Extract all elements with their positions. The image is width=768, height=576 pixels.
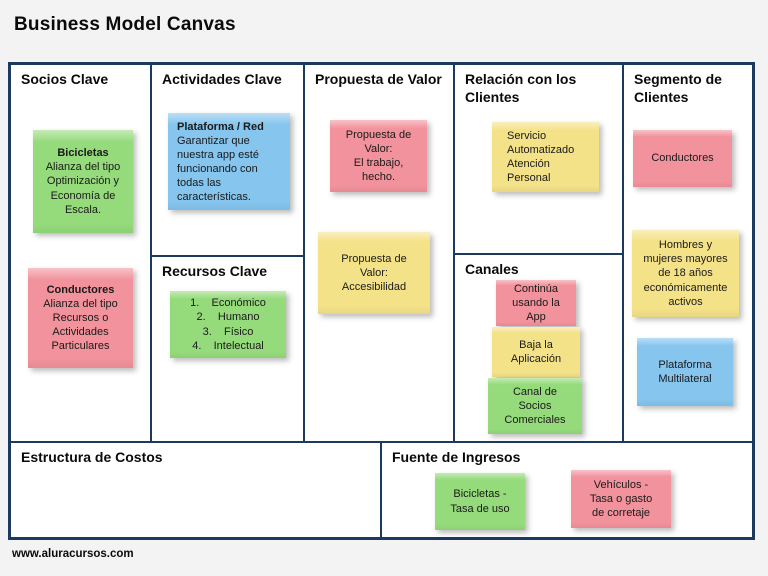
note-title: Conductores — [46, 283, 115, 296]
sticky-note-bicicletas: Bicicletas Alianza del tipo Optimización… — [33, 130, 133, 233]
section-title: Fuente de Ingresos — [392, 449, 521, 465]
section-actividades-clave: Actividades Clave Plataforma / Red Garan… — [152, 65, 303, 255]
footer-website-url: www.aluracursos.com — [12, 548, 134, 560]
section-fuente-ingresos: Fuente de Ingresos Bicicletas - Tasa de … — [382, 443, 752, 537]
divider-vertical-4 — [622, 65, 624, 443]
note-body: Conductores — [651, 152, 714, 165]
page-title: Business Model Canvas — [14, 14, 236, 35]
section-title: Socios Clave — [21, 71, 109, 87]
note-body: Servicio Automatizado Atención Personal — [507, 129, 575, 185]
note-body: Propuesta de Valor: El trabajo, hecho. — [345, 128, 412, 184]
note-body: Bicicletas - Tasa de uso — [450, 488, 510, 515]
note-body: Garantizar que nuestra app esté funciona… — [177, 135, 259, 204]
divider-vertical-1 — [150, 65, 152, 443]
note-body: Vehículos - Tasa o gasto de corretaje — [589, 478, 653, 520]
sticky-note-propuesta-accesibilidad: Propuesta de Valor: Accesibilidad — [318, 232, 430, 314]
list-item: Intelectual — [213, 339, 264, 352]
note-title: Bicicletas — [57, 147, 109, 160]
sticky-note-canal-socios: Canal de Socios Comerciales — [488, 378, 582, 434]
sticky-note-conductores-socios: Conductores Alianza del tipo Recursos o … — [28, 268, 133, 368]
section-title: Recursos Clave — [162, 263, 268, 279]
sticky-note-vehiculos-tasa: Vehículos - Tasa o gasto de corretaje — [571, 470, 671, 528]
section-title: Segmento de Clientes — [634, 71, 722, 105]
note-body: Canal de Socios Comerciales — [504, 385, 566, 427]
divider-horizontal-main — [11, 441, 752, 443]
sticky-note-plataforma-multilateral: Plataforma Multilateral — [637, 338, 733, 406]
section-socios-clave: Socios Clave Bicicletas Alianza del tipo… — [11, 65, 150, 441]
note-body: Baja la Aplicación — [510, 338, 562, 365]
divider-vertical-bottom — [380, 443, 382, 537]
section-title: Relación con los Clientes — [465, 71, 577, 105]
section-segmento-clientes: Segmento de Clientes Conductores Hombres… — [624, 65, 752, 441]
divider-horizontal-relacion-canales — [455, 253, 622, 255]
list-item: Económico — [211, 297, 266, 310]
business-model-canvas-grid: Socios Clave Bicicletas Alianza del tipo… — [8, 62, 755, 540]
section-title: Propuesta de Valor — [315, 71, 442, 87]
section-title: Canales — [465, 261, 519, 277]
note-body: Continúa usando la App — [512, 282, 560, 324]
section-title: Estructura de Costos — [21, 449, 163, 465]
sticky-note-continua-app: Continúa usando la App — [496, 280, 576, 326]
sticky-note-servicio-automatizado: Servicio Automatizado Atención Personal — [492, 122, 599, 192]
section-estructura-costos: Estructura de Costos — [11, 443, 380, 537]
divider-vertical-3 — [453, 65, 455, 443]
sticky-note-bicicletas-tasa: Bicicletas - Tasa de uso — [435, 473, 525, 530]
list-item: Físico — [224, 325, 254, 338]
sticky-note-baja-aplicacion: Baja la Aplicación — [492, 327, 580, 377]
divider-horizontal-actividades-recursos — [152, 255, 303, 257]
note-body: Alianza del tipo Recursos o Actividades … — [43, 297, 118, 353]
note-body: Alianza del tipo Optimización y Economía… — [45, 161, 121, 216]
note-body: Hombres y mujeres mayores de 18 años eco… — [643, 239, 728, 308]
section-title: Actividades Clave — [162, 71, 282, 87]
section-canales: Canales Continúa usando la App Baja la A… — [455, 255, 622, 441]
list-item: Humano — [217, 311, 260, 324]
section-relacion-clientes: Relación con los Clientes Servicio Autom… — [455, 65, 622, 253]
note-body: Plataforma Multilateral — [658, 358, 712, 385]
sticky-note-propuesta-trabajo: Propuesta de Valor: El trabajo, hecho. — [330, 120, 427, 192]
sticky-note-conductores-segmento: Conductores — [633, 130, 732, 187]
section-propuesta-de-valor: Propuesta de Valor Propuesta de Valor: E… — [305, 65, 453, 441]
note-body: Propuesta de Valor: Accesibilidad — [341, 252, 407, 294]
note-title: Plataforma / Red — [177, 121, 264, 133]
sticky-note-plataforma-red: Plataforma / Red Garantizar que nuestra … — [168, 113, 290, 210]
sticky-note-hombres-mujeres: Hombres y mujeres mayores de 18 años eco… — [632, 230, 739, 317]
divider-vertical-2 — [303, 65, 305, 443]
